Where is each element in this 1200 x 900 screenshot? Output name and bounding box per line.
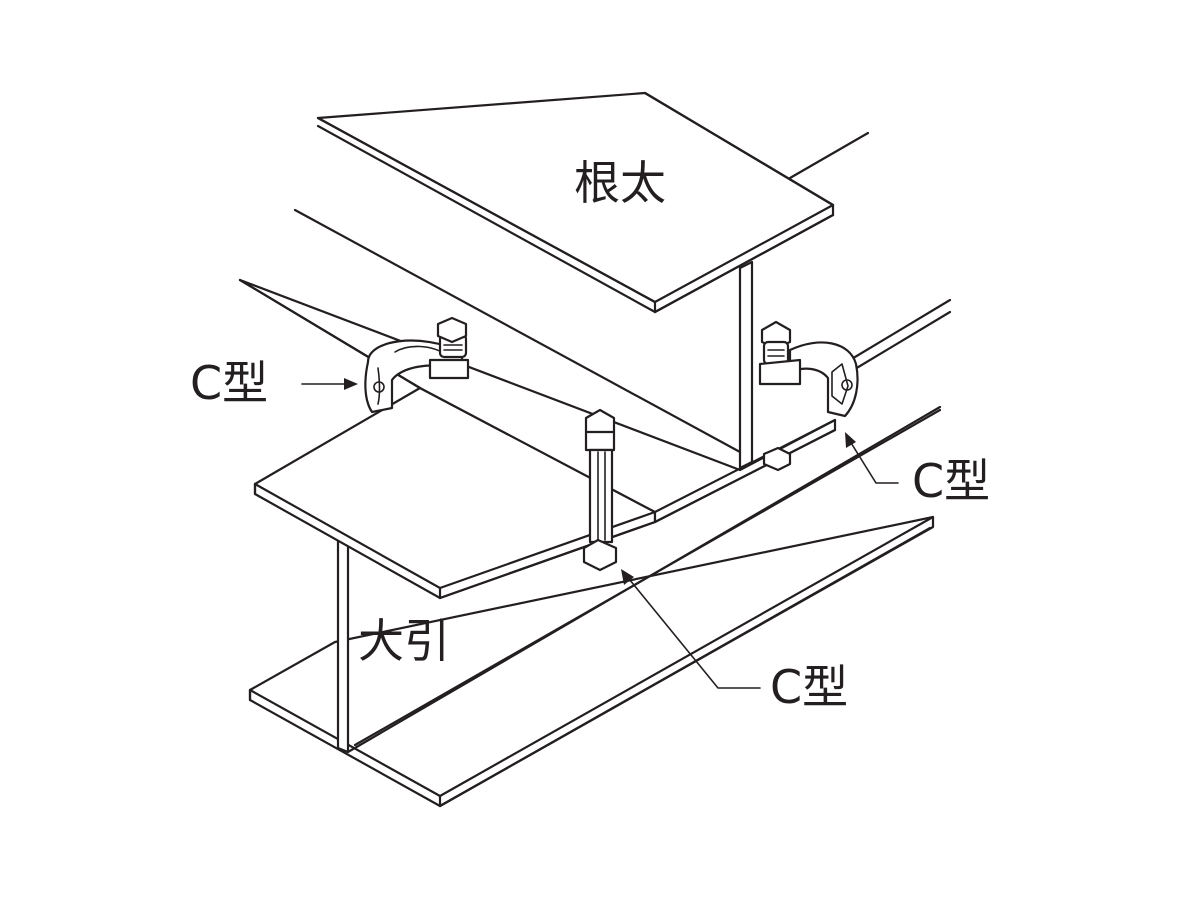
clamp-right-label: C型 <box>912 454 991 508</box>
joist-label: 根太 <box>574 156 666 210</box>
leader-left <box>301 378 358 390</box>
clamp-bottom-label: C型 <box>770 660 849 714</box>
clamp-right <box>758 320 859 472</box>
clamp-left-label: C型 <box>190 356 269 410</box>
leader-bottom <box>621 569 761 689</box>
joist-web <box>738 260 754 470</box>
girder-web <box>336 538 350 754</box>
leader-right <box>845 432 899 484</box>
center-bolt <box>582 408 618 572</box>
clamp-left <box>364 316 470 414</box>
girder-label: 大引 <box>358 614 450 668</box>
girder-beam <box>248 386 942 808</box>
joist-beam <box>238 91 952 524</box>
